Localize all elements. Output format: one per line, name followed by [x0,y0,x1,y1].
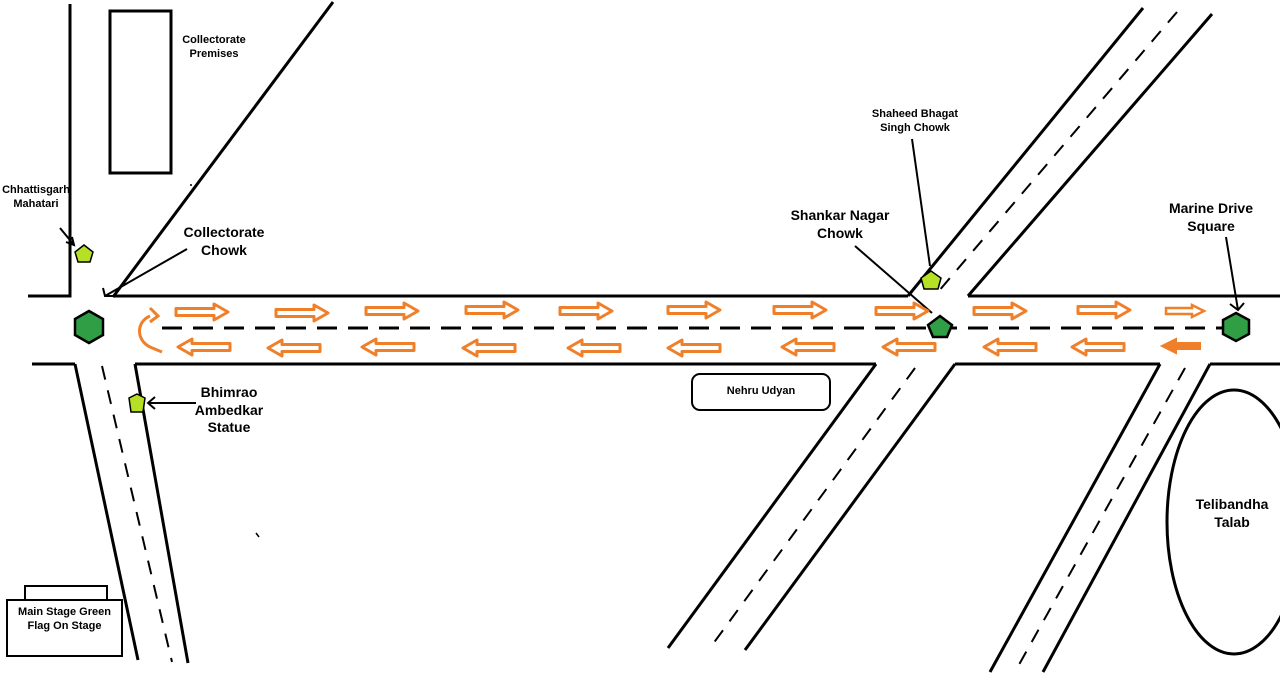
chhattisgarh-mahatari-label: Chhattisgarh Mahatari [2,184,70,210]
main-stage-label: Main Stage Green Flag On Stage [18,606,111,632]
west-arrow [666,338,722,358]
collectorate-premises-label: Collectorate Premises [182,34,246,60]
collectorate-chowk-marker [73,309,105,345]
west-arrow-solid [1159,337,1201,355]
west-arrow [461,338,517,358]
west-arrow [176,337,232,357]
east-arrow [464,300,520,320]
main-stage-platform [24,585,108,601]
telibandha-talab-label: Telibandha Talab [1195,496,1269,530]
east-arrow [174,302,230,322]
east-arrow [874,301,930,321]
lower-right-road-edge-a [988,363,1162,673]
lower-middle-road-edge-a [666,363,878,649]
u-turn-arrow [138,314,163,354]
lower-left-road-edge-b [133,363,190,664]
lower-left-road-centre [101,365,173,663]
east-arrow [772,300,828,320]
lower-middle-road-centre [709,367,916,649]
shankar-nagar-chowk-label: Shankar Nagar Chowk [790,207,890,241]
west-arrow [266,338,322,358]
east-arrow [972,301,1028,321]
collectorate-premises-building [108,9,173,175]
lower-middle-road-edge-b [743,363,957,651]
marine-drive-square-label: Marine Drive Square [1168,200,1254,234]
west-arrow [360,337,416,357]
upper-right-road-edge-a [906,7,1145,297]
east-arrow [274,303,330,323]
eastbound-arrows [174,300,1132,323]
stray-dot [190,184,192,186]
telibandha-talab-lake [1165,388,1280,656]
east-arrow-small [1164,302,1207,320]
upper-right-road-edge-b [966,13,1214,297]
diagonal-road-edge [111,1,335,298]
u-turn-arrowhead [148,306,161,324]
westbound-arrows [176,337,1126,358]
shaheed-bhagat-singh-chowk-marker [920,270,942,290]
pointer-lines [59,138,1245,410]
west-arrow [780,337,836,357]
west-arrow [566,338,622,358]
lower-right-road-centre [1015,367,1186,671]
marine-drive-square-marker [1221,311,1251,343]
left-road-edge [28,4,72,298]
stray-tick [255,532,260,538]
main-stage-box [6,599,123,657]
collectorate-chowk-label: Collectorate Chowk [183,224,265,258]
chhattisgarh-mahatari-marker [74,244,94,263]
shaheed-bhagat-singh-chowk-label: Shaheed Bhagat Singh Chowk [871,108,959,134]
bhimrao-ambedkar-statue-label: Bhimrao Ambedkar Statue [194,384,264,435]
lower-left-road-edge-a [73,363,140,661]
bhimrao-ambedkar-statue-marker [128,393,146,413]
west-arrow [881,337,937,357]
upper-right-road-centre [937,11,1178,293]
shankar-nagar-chowk-marker [926,314,954,339]
east-arrow [666,300,722,320]
west-arrow [982,337,1038,357]
east-arrow [1076,300,1132,320]
nehru-udyan-box [691,373,831,411]
east-arrow [364,301,420,321]
east-arrow [558,301,614,321]
nehru-udyan-label: Nehru Udyan [726,385,796,397]
lower-right-road-edge-b [1041,363,1212,673]
west-arrow [1070,337,1126,357]
